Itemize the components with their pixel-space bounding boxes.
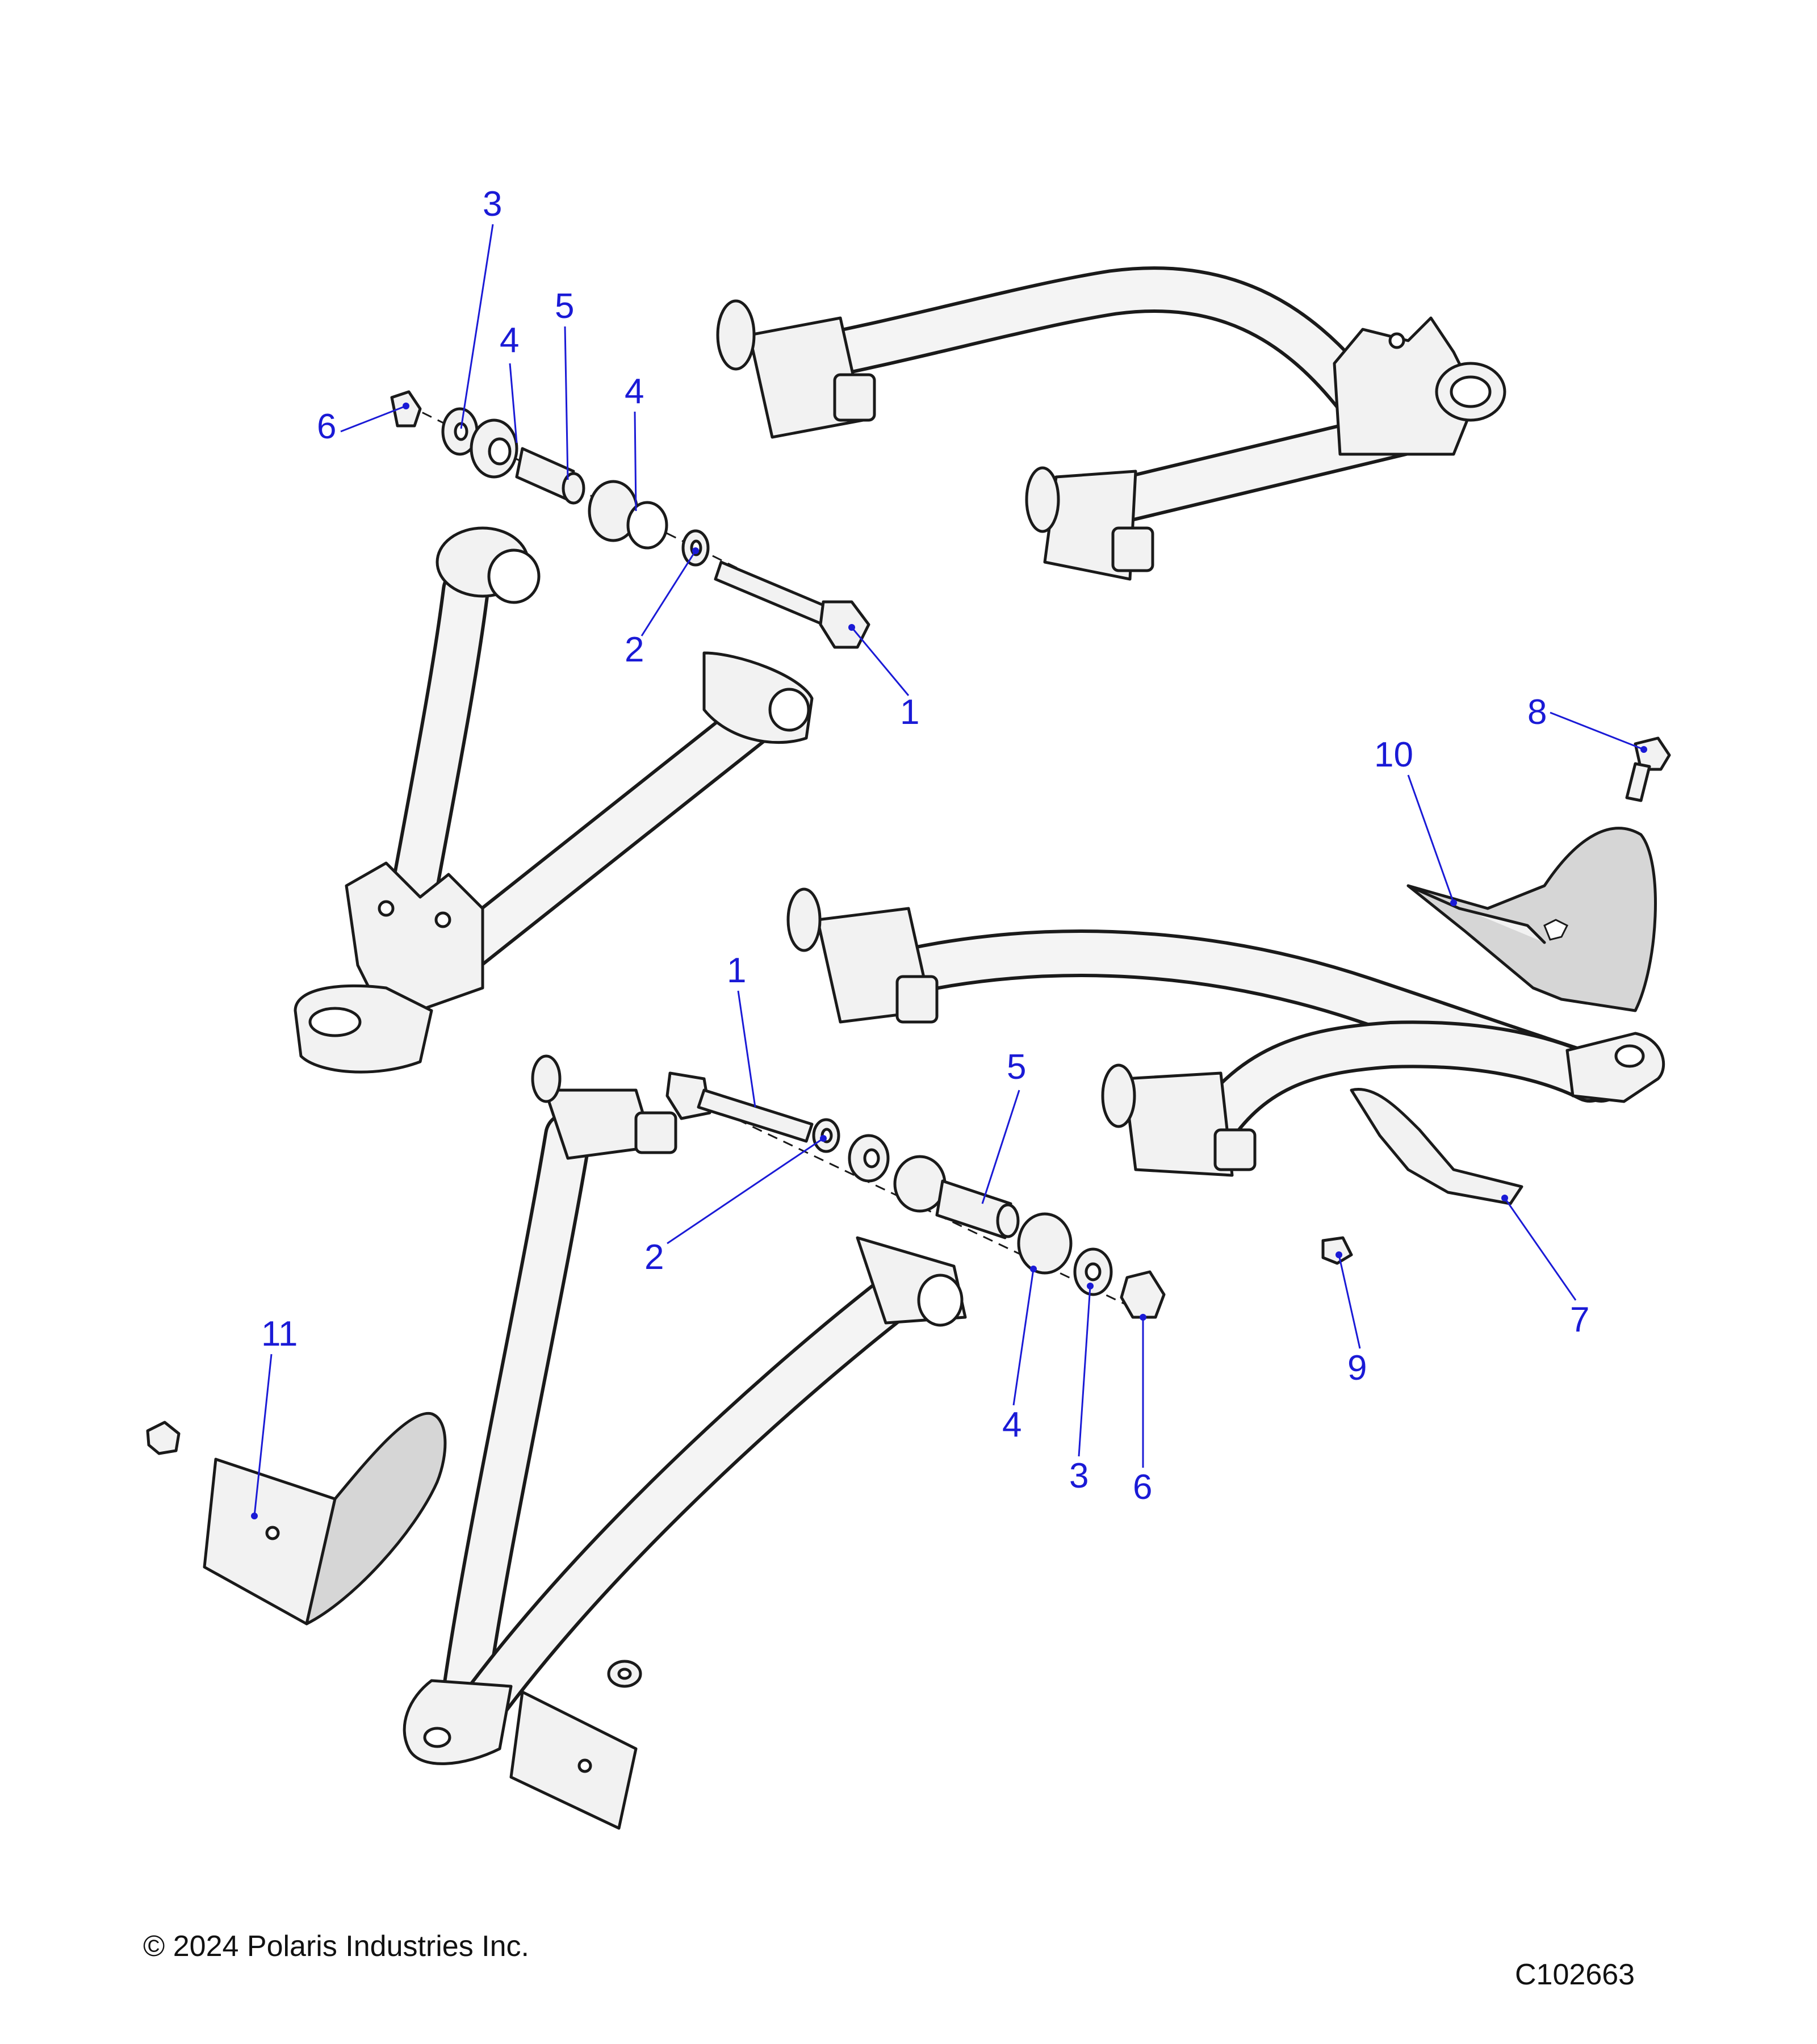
copyright-text: © 2024 Polaris Industries Inc. [143, 1930, 529, 1963]
lower-guard [509, 1690, 638, 1830]
callout-8: 8 [1527, 693, 1547, 732]
callout-lower-5: 5 [1007, 1048, 1026, 1087]
right-callouts: 8 10 7 9 [1335, 693, 1647, 1388]
bolt-8 [1625, 736, 1671, 802]
callout-10: 10 [1374, 735, 1413, 774]
lower-small-nut [607, 1660, 642, 1688]
callout-lower-3: 3 [1069, 1456, 1088, 1496]
callout-11: 11 [261, 1314, 298, 1354]
drawing-number: C102663 [1515, 1958, 1635, 1991]
upper-bolt-1 [714, 560, 831, 626]
guard-10 [1406, 827, 1657, 1012]
callout-upper-2: 2 [625, 630, 644, 669]
lower-bolt-1 [697, 1088, 814, 1143]
callout-lower-2: 2 [644, 1238, 664, 1277]
upper-left-a-arm [294, 526, 814, 1074]
guard-7 [1350, 1088, 1523, 1205]
nut-9 [1321, 1236, 1353, 1265]
lower-left-a-arm [403, 1054, 967, 1765]
guard-11 [203, 1411, 447, 1626]
callout-9: 9 [1347, 1348, 1367, 1388]
callout-upper-6: 6 [317, 407, 336, 446]
upper-hardware-stack [390, 390, 870, 649]
lower-bushing-4 [1017, 1212, 1073, 1275]
callout-upper-4a: 4 [500, 321, 519, 360]
callout-upper-3: 3 [483, 185, 502, 224]
lower-sleeve-5 [935, 1179, 1012, 1239]
callout-upper-1: 1 [900, 693, 919, 732]
bolt-11-fastener [146, 1421, 181, 1455]
callout-upper-5: 5 [555, 287, 574, 326]
lower-callouts: 1 5 2 4 3 6 11 [251, 951, 1152, 1519]
callout-upper-4b: 4 [625, 372, 644, 411]
upper-right-a-arm [716, 266, 1506, 581]
lower-hardware-stack [665, 1071, 1166, 1319]
callout-lower-6: 6 [1133, 1468, 1152, 1507]
lower-nut-6 [1120, 1270, 1166, 1319]
callout-7: 7 [1570, 1300, 1589, 1339]
callout-lower-4: 4 [1002, 1405, 1021, 1444]
lower-bushing [893, 1155, 947, 1213]
lower-right-a-arm [786, 887, 1665, 1177]
callout-lower-1: 1 [727, 951, 746, 990]
upper-callouts: 3 5 4 4 6 2 1 [317, 185, 919, 732]
